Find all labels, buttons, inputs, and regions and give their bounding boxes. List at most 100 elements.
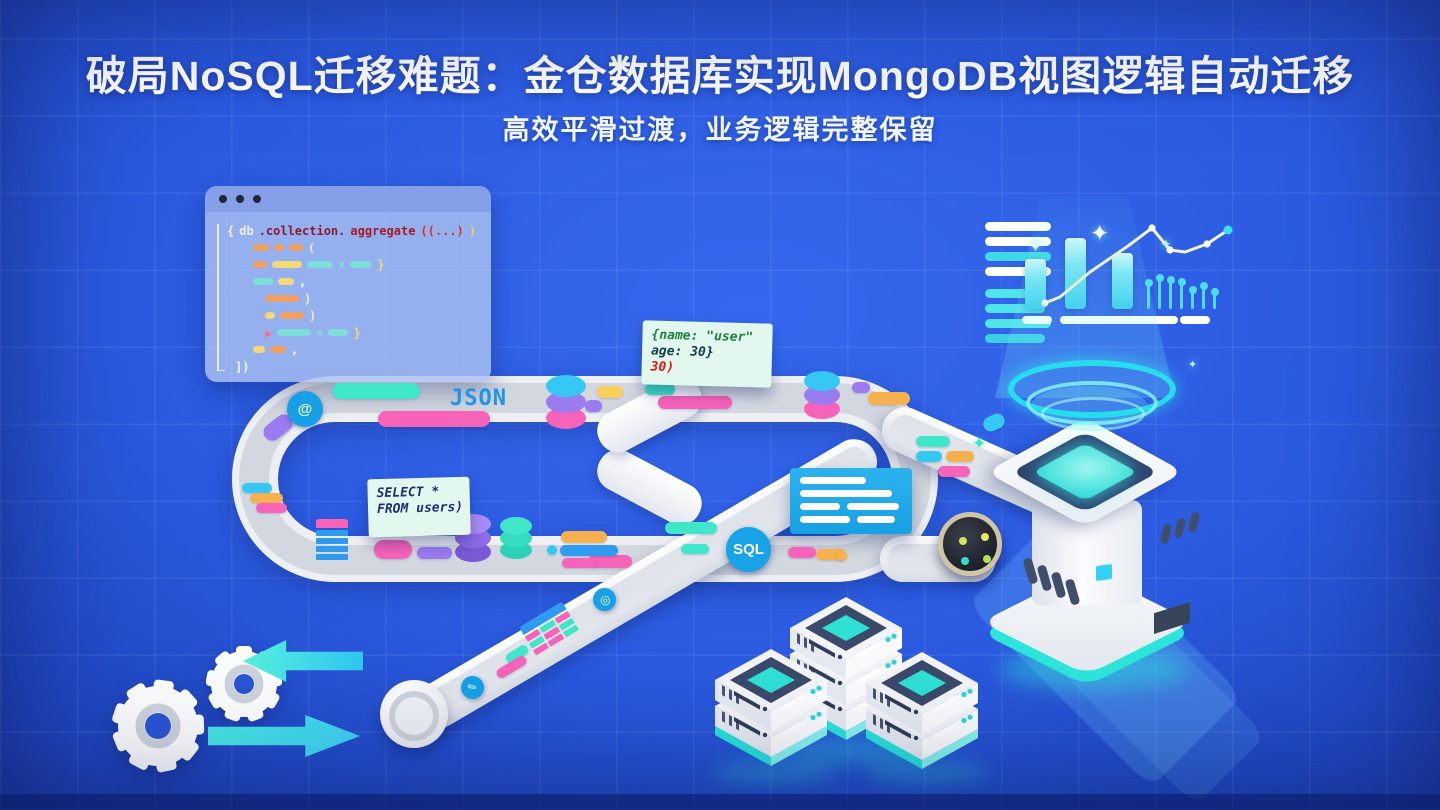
sparkle-icon: ✦	[972, 434, 987, 453]
card-bar	[847, 503, 899, 510]
code-line: )	[227, 307, 483, 324]
indent-guide	[217, 224, 223, 371]
data-chip	[980, 411, 1008, 434]
chart-lollipop-stick	[1202, 286, 1205, 309]
chart-lollipop-dot	[1210, 288, 1219, 296]
json-label: JSON	[450, 386, 507, 411]
code-token: }	[377, 257, 385, 272]
vent-slit	[1187, 511, 1201, 533]
code-token: (	[308, 240, 316, 255]
sparkle-icon: ✦	[1090, 220, 1110, 246]
pipe-end-cap-core	[395, 697, 433, 735]
connector-knob-icon	[938, 512, 1002, 576]
note-text-line: FROM users)	[376, 499, 464, 518]
chart-lollipop-stick	[1147, 283, 1150, 309]
code-line: )	[227, 290, 483, 307]
chart-lollipop-dot	[1155, 274, 1164, 282]
code-token-bar	[280, 312, 304, 319]
code-token: ×	[338, 257, 346, 272]
knob-dot	[961, 557, 969, 565]
code-token-bar	[270, 346, 286, 353]
code-token-bar	[328, 329, 349, 336]
analytics-chart	[975, 205, 1245, 350]
sql-badge: SQL	[726, 527, 771, 572]
page-subtitle: 高效平滑过渡，业务逻辑完整保留	[502, 115, 938, 145]
card-bar	[857, 516, 895, 523]
window-titlebar	[205, 186, 491, 212]
card-line	[800, 503, 902, 510]
knob-dot	[981, 533, 989, 541]
chart-row-pill	[985, 334, 1045, 343]
chart-axis-pill	[1060, 316, 1178, 324]
chart-lollipop-stick	[1213, 292, 1216, 309]
code-editor-window: {db.collection.aggregate((...))(×},))▶×}…	[205, 186, 491, 382]
page-title: 破局NoSQL迁移难题：金仓数据库实现MongoDB视图逻辑自动迁移	[85, 53, 1355, 99]
code-token-bar	[253, 278, 273, 285]
chart-lollipop-dot	[1188, 286, 1197, 294]
code-token-bar	[253, 346, 265, 353]
code-token-bar	[278, 278, 294, 285]
code-token: ((...)	[420, 223, 464, 238]
code-token: .collection.	[258, 223, 346, 238]
card-bar	[800, 503, 840, 510]
code-token-bar	[277, 329, 312, 336]
bottom-band	[0, 794, 1440, 810]
knob-dot	[983, 555, 991, 563]
indicator-led	[1096, 563, 1112, 582]
code-body: {db.collection.aggregate((...))(×},))▶×}…	[205, 212, 491, 381]
vent-slit	[1159, 523, 1173, 545]
sticky-note-mongo: {name: "user"age: 30}30)	[641, 320, 773, 388]
server-stacks	[715, 597, 978, 769]
card-line	[800, 516, 902, 523]
card-bar	[800, 477, 866, 484]
code-line: {db.collection.aggregate((...))	[227, 222, 483, 239]
chart-lollipop-stick	[1169, 280, 1172, 309]
code-token-bar	[265, 312, 275, 319]
code-line: ])	[227, 358, 483, 375]
sparkle-icon: ✦	[1188, 359, 1198, 371]
knob-dot	[959, 537, 967, 545]
gears-icon	[112, 646, 283, 773]
window-dot-icon	[253, 195, 261, 203]
code-token: )	[309, 308, 317, 323]
code-token: aggregate	[350, 223, 416, 238]
chart-lollipop-dot	[1199, 282, 1208, 290]
code-token-bar	[265, 295, 299, 302]
vent-slit	[1173, 517, 1187, 539]
chart-lollipop-dot	[1166, 276, 1175, 284]
code-token-bar	[274, 244, 284, 251]
chart-row-pill	[985, 237, 1051, 246]
chart-row-pill	[985, 289, 1045, 298]
code-token-bar	[272, 261, 302, 268]
card-line	[800, 477, 902, 484]
card-bar	[800, 516, 850, 523]
chart-lollipop-dot	[1177, 278, 1186, 286]
code-token: }	[353, 325, 361, 340]
code-line: (	[227, 239, 483, 256]
window-dot-icon	[236, 195, 244, 203]
note-text-line: 30)	[650, 359, 675, 376]
chart-row-pill	[985, 252, 1051, 261]
chart-bar	[1112, 253, 1133, 309]
chart-lollipop-stick	[1180, 282, 1183, 309]
chart-row-pill	[985, 304, 1045, 313]
chart-row-pill	[985, 267, 1051, 276]
card-bar	[800, 490, 892, 497]
code-token: db	[239, 223, 254, 238]
code-line: ×}	[227, 256, 483, 273]
code-line: ▶×}	[227, 324, 483, 341]
chart-lollipop-stick	[1191, 290, 1194, 309]
window-dot-icon	[219, 195, 227, 203]
chart-axis-pill	[1022, 316, 1052, 324]
code-token: ×	[316, 325, 324, 340]
chart-trend-line	[1041, 224, 1233, 307]
code-token-bar	[307, 261, 333, 268]
sparkle-icon: ✦	[1028, 236, 1044, 256]
code-token: {	[227, 223, 235, 238]
chart-bar	[1065, 238, 1086, 309]
chart-bar	[1025, 259, 1046, 309]
code-token: ])	[235, 359, 250, 374]
chart-row-pill	[985, 222, 1051, 231]
chart-lollipop-dot	[1144, 279, 1153, 287]
